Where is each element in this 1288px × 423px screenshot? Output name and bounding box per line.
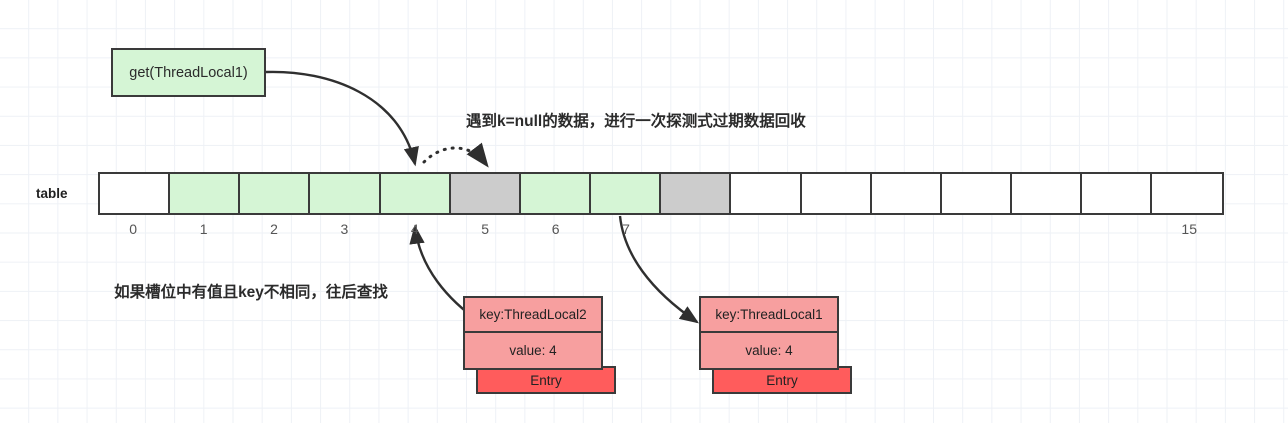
entry-key-row: key:ThreadLocal1: [701, 298, 837, 333]
table-index-7: 7: [622, 221, 630, 237]
table-cell-3: [310, 174, 381, 213]
table-index-0: 0: [129, 221, 138, 237]
table-index-1: 1: [199, 221, 208, 237]
table-cell-7: [591, 174, 662, 213]
entry-value-row: value: 4: [509, 343, 557, 358]
entry-kv-box: key:ThreadLocal2 value: 4: [463, 296, 603, 370]
table-cell-12: [941, 174, 1013, 213]
table-cell-5: [450, 174, 521, 213]
note-linear-probe: 如果槽位中有值且key不相同，往后查找: [114, 284, 388, 301]
table-index-3: 3: [340, 221, 349, 237]
table-cell-10: [801, 174, 872, 213]
arrow-probe-slot4-to-slot5: [422, 142, 489, 168]
entry-value-row: value: 4: [745, 343, 793, 358]
table-index-6: 6: [551, 221, 560, 237]
note-stale-cleanup: 遇到k=null的数据，进行一次探测式过期数据回收: [466, 113, 806, 130]
get-call-box: get(ThreadLocal1): [111, 48, 266, 97]
table-cell-6: [520, 174, 592, 213]
entry-type-bar: Entry: [476, 366, 616, 394]
entry-type-bar: Entry: [712, 366, 852, 394]
entry-kv-box: key:ThreadLocal1 value: 4: [699, 296, 839, 370]
table-cell-2: [240, 174, 311, 213]
entry-key-row: key:ThreadLocal2: [465, 298, 601, 333]
table-cell-11: [871, 174, 942, 213]
table-cell-1: [170, 174, 241, 213]
table-index-4: 4: [410, 221, 419, 237]
table-label: table: [36, 186, 68, 201]
table-cell-9: [731, 174, 802, 213]
table-index-5: 5: [481, 221, 490, 237]
table-cell-13: [1012, 174, 1083, 213]
table-cell-8: [661, 174, 732, 213]
table-cell-14: [1082, 174, 1153, 213]
table-cell-15: [1152, 174, 1223, 213]
table-index-2: 2: [270, 221, 278, 237]
arrow-get-to-slot4: [265, 70, 419, 167]
table-row: [98, 172, 1225, 215]
get-call-label: get(ThreadLocal1): [129, 64, 248, 81]
table-cell-0: [100, 174, 171, 213]
table-cell-4: [380, 174, 451, 213]
table-index-15: 15: [1181, 221, 1197, 237]
